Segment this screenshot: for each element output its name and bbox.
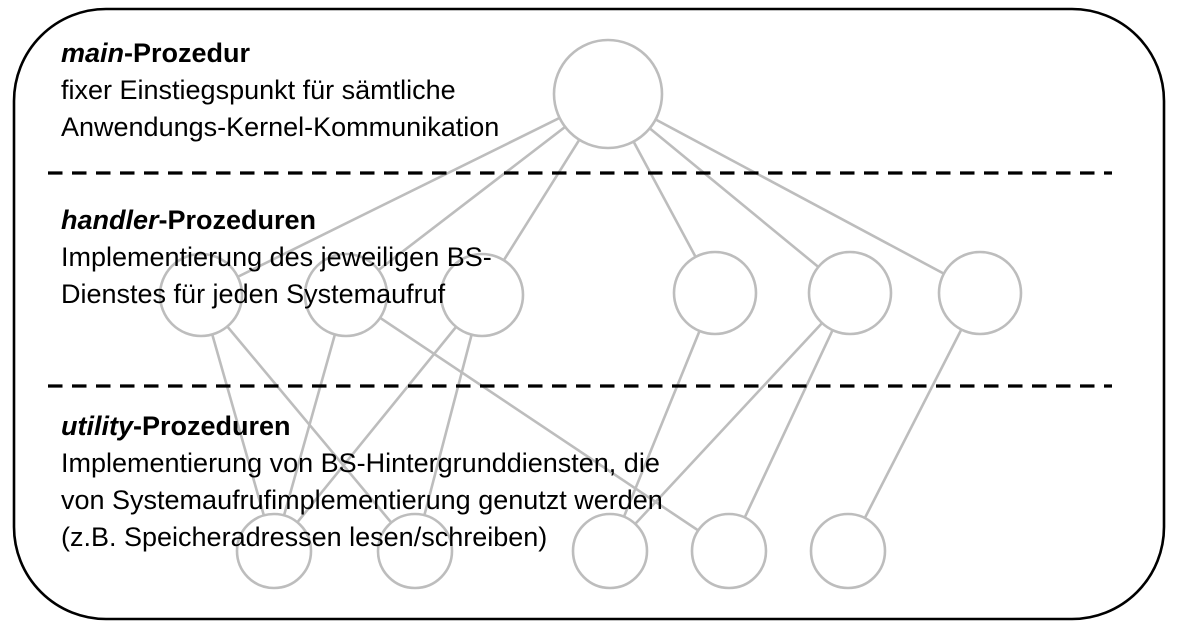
section-term: utility	[61, 411, 133, 441]
section-suffix: -Prozeduren	[133, 411, 291, 441]
edge-line	[846, 292, 982, 552]
description-line: Implementierung des jeweiligen BS-	[61, 242, 492, 272]
edge-line	[413, 294, 484, 552]
description-line: (z.B. Speicheradressen lesen/schreiben)	[61, 522, 548, 552]
utility-node	[571, 512, 649, 590]
edge-line	[199, 294, 276, 552]
handler-node	[807, 250, 893, 336]
utility-node	[809, 512, 887, 590]
handler-node	[937, 250, 1023, 336]
edge-line	[727, 292, 852, 552]
edge-line	[200, 294, 416, 552]
utility-node	[235, 512, 313, 590]
main-node	[552, 38, 664, 150]
handler-node	[439, 252, 525, 338]
section-utility-procedures: utility-Prozeduren Implementierung von B…	[61, 408, 663, 556]
section-term: handler	[61, 205, 159, 235]
handler-node	[158, 252, 244, 338]
description-line: Implementierung von BS-Hintergrunddienst…	[61, 448, 660, 478]
edge-line	[200, 92, 609, 297]
section-title: main-Prozedur	[61, 35, 499, 72]
description-line: von Systemaufrufimplementierung genutzt …	[61, 485, 663, 515]
edge-line	[272, 294, 484, 552]
handler-node	[672, 250, 758, 336]
section-main-procedure: main-Prozedur fixer Einstiegspunkt für s…	[61, 35, 499, 146]
description-line: fixer Einstiegspunkt für sämtliche	[61, 75, 456, 105]
section-suffix: -Prozedur	[124, 38, 251, 68]
description-line: Anwendungs-Kernel-Kommunikation	[61, 112, 500, 142]
section-term: main	[61, 38, 125, 68]
edge-line	[608, 292, 717, 552]
edge-line	[609, 292, 851, 552]
description-line: Dienstes für jeden Systemaufruf	[61, 279, 446, 309]
outer-frame	[12, 7, 1166, 621]
edge-line	[272, 294, 348, 552]
section-handler-procedures: handler-Prozeduren Implementierung des j…	[61, 202, 492, 313]
section-suffix: -Prozeduren	[158, 205, 317, 235]
edge-line	[607, 92, 981, 295]
section-title: handler-Prozeduren	[61, 202, 492, 239]
utility-node	[376, 512, 454, 590]
section-title: utility-Prozeduren	[61, 408, 663, 445]
edge-line	[345, 293, 730, 553]
handler-node	[303, 252, 389, 338]
utility-node	[690, 512, 768, 590]
